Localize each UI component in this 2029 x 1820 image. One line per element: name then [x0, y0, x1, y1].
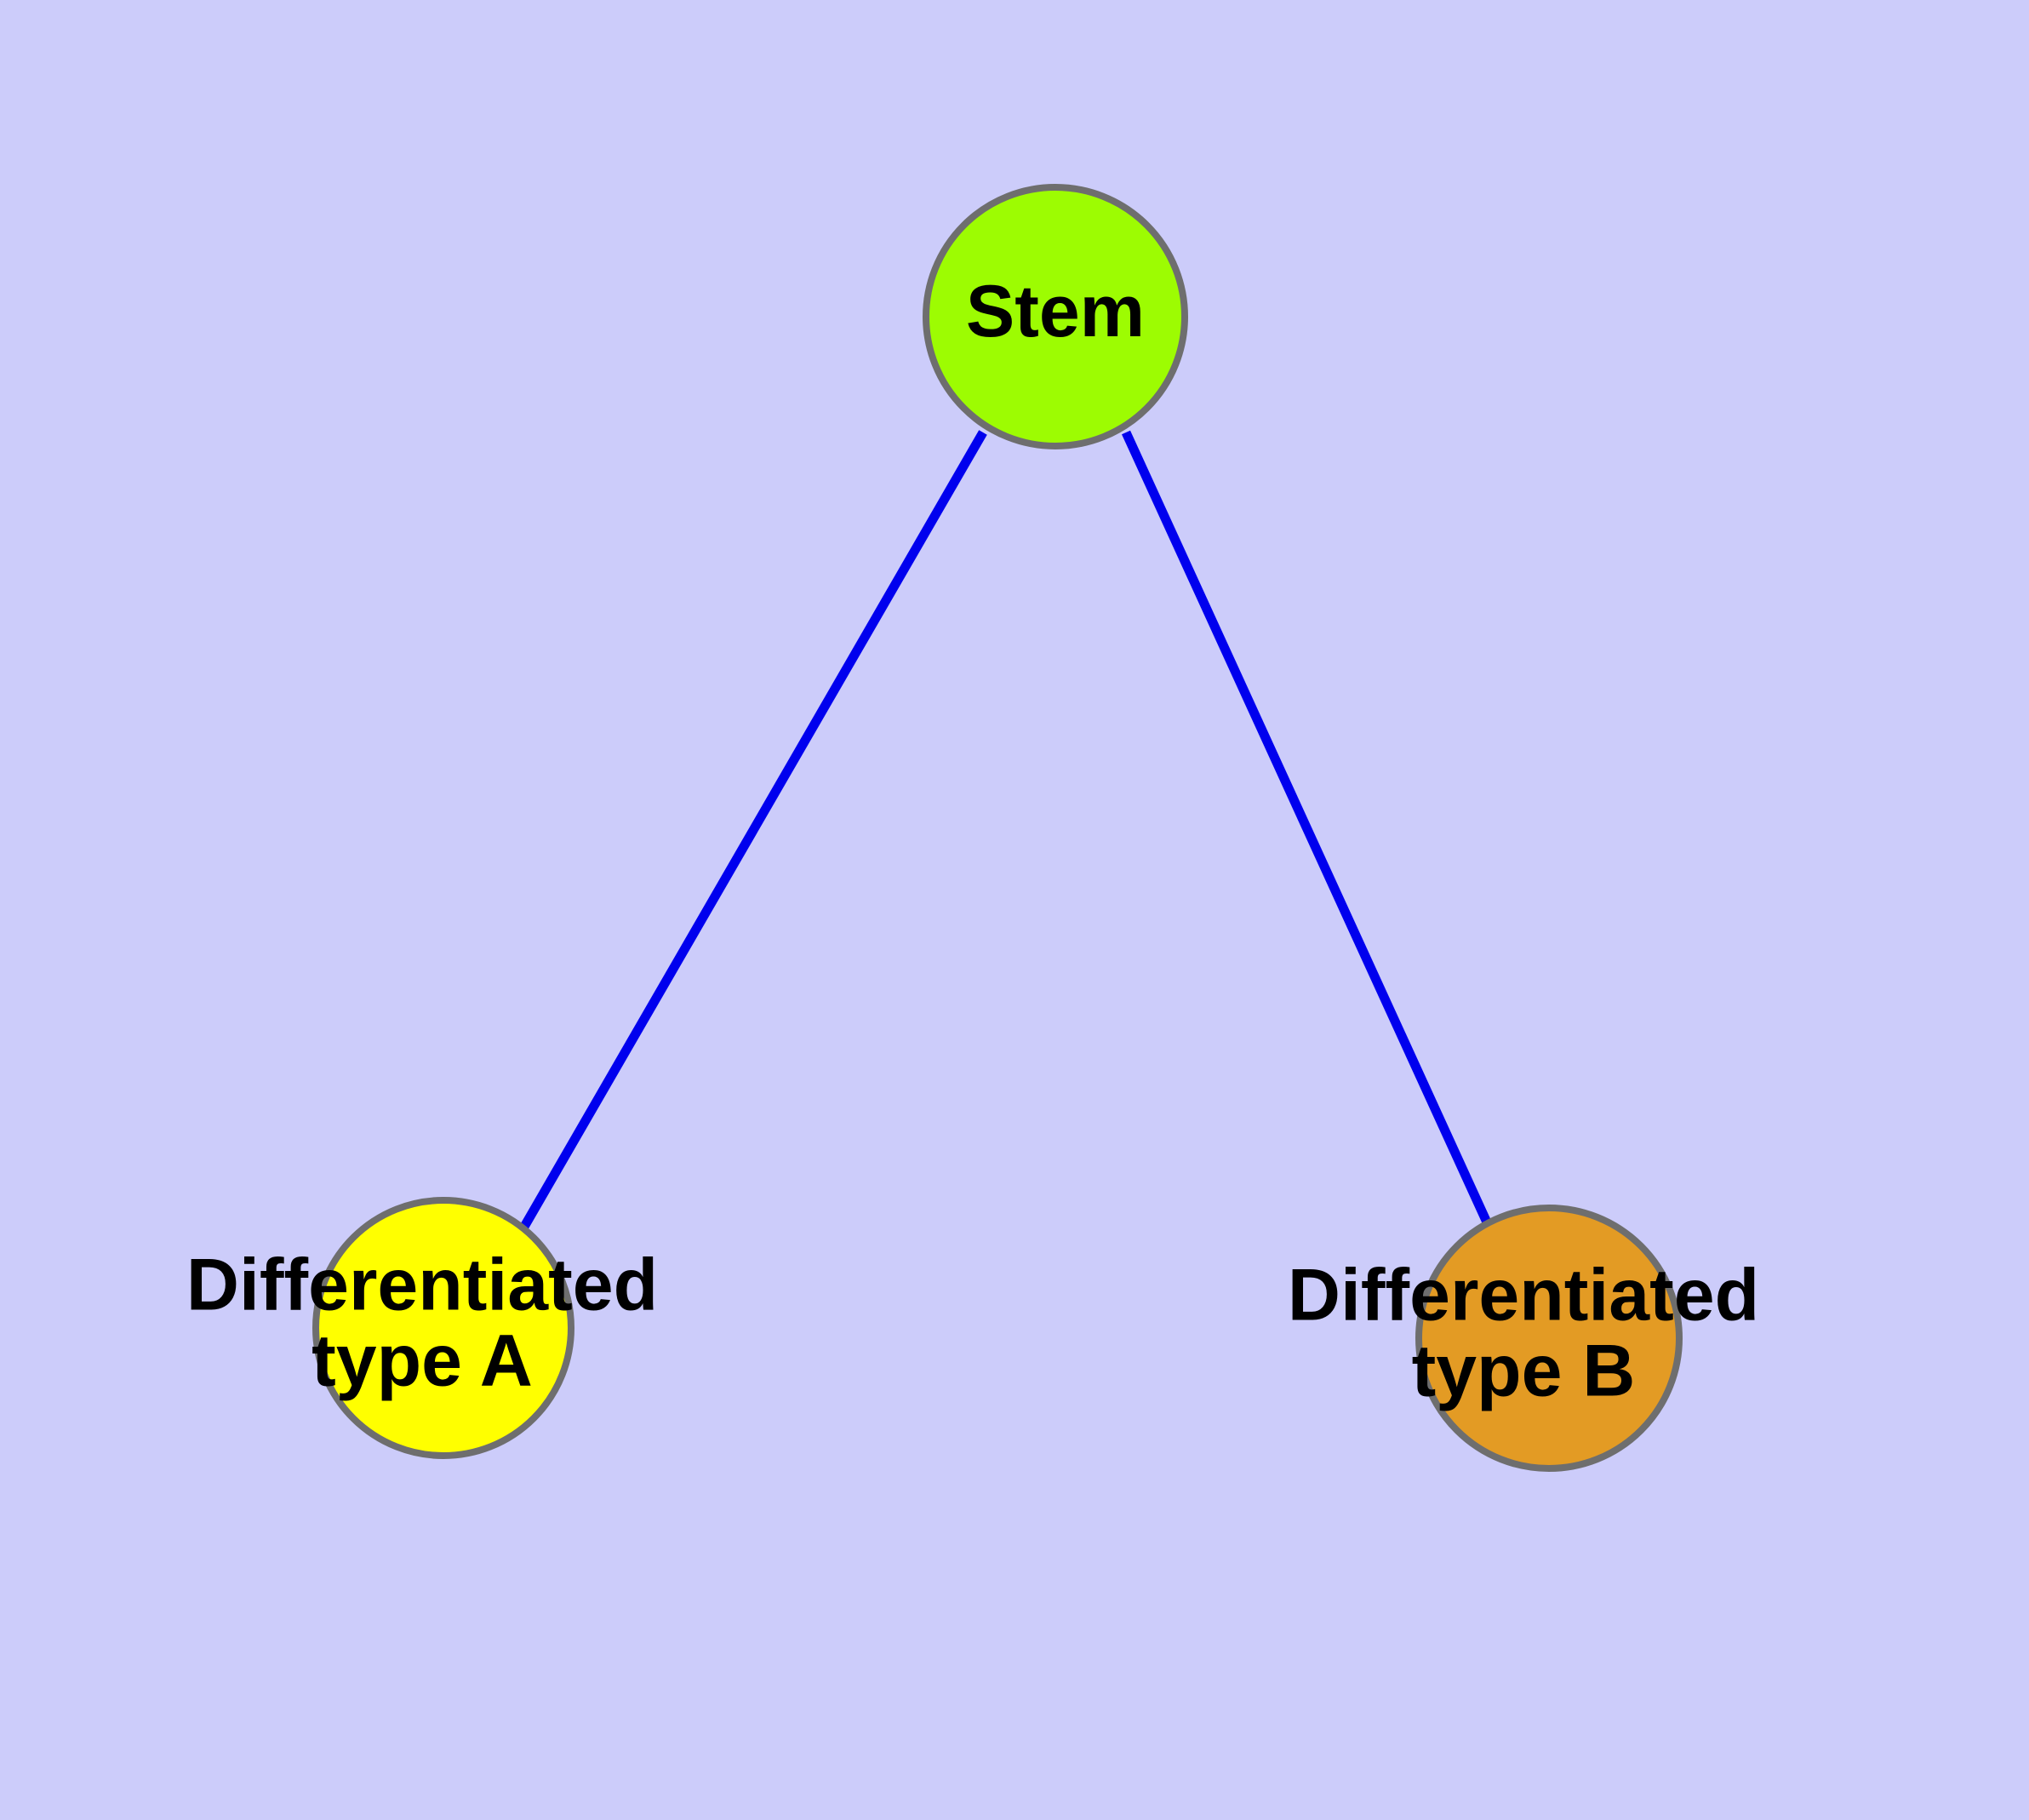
node-differentiated-type-b-circle[interactable] — [1415, 1205, 1683, 1472]
node-label-line: type A — [311, 1319, 533, 1401]
node-stem[interactable]: Stem — [923, 184, 1188, 449]
edges-layer — [520, 430, 1493, 1229]
edge-stem-to-diff-b[interactable] — [1121, 430, 1493, 1227]
node-label-line: Differentiated — [186, 1244, 658, 1325]
node-stem-label: Stem — [966, 271, 1145, 352]
edge-stem-to-diff-a[interactable] — [520, 430, 987, 1229]
node-label-line: type B — [1412, 1330, 1636, 1411]
node-differentiated-type-a-circle[interactable] — [312, 1197, 574, 1459]
node-label-line: Stem — [966, 271, 1145, 352]
node-stem-circle[interactable] — [923, 184, 1188, 449]
node-label-line: Differentiated — [1288, 1254, 1759, 1336]
